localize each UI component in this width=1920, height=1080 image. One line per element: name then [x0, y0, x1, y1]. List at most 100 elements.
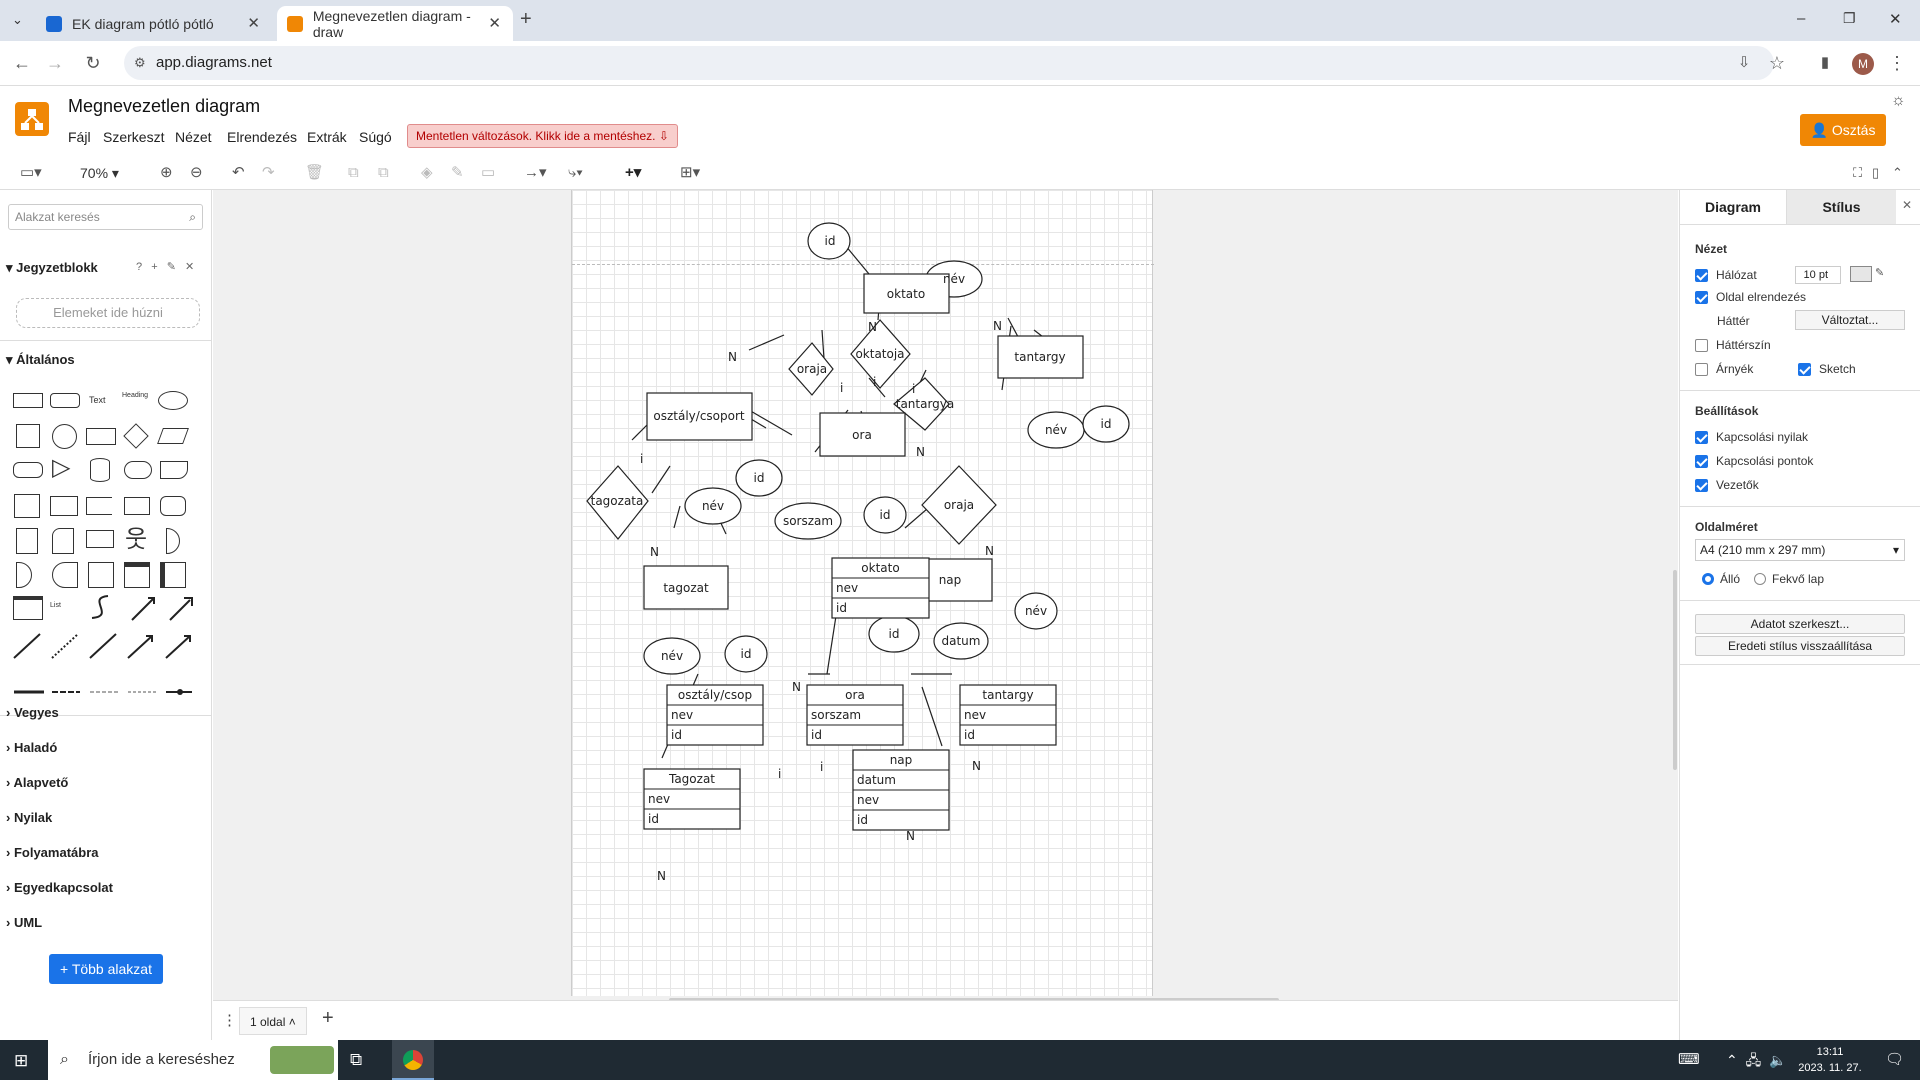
bg-color-checkbox[interactable]	[1695, 338, 1708, 352]
entity-tagozat[interactable]: tagozat	[663, 581, 709, 595]
tab-ek-diagram[interactable]: EK diagram pótló pótló ✕	[36, 6, 272, 41]
table-row[interactable]: nev	[648, 792, 670, 806]
waypoints-icon[interactable]: ⤷▾	[568, 164, 583, 181]
chrome-taskbar-button[interactable]	[392, 1040, 434, 1080]
table-row[interactable]: id	[836, 601, 847, 615]
shape-heading[interactable]: Heading	[122, 392, 149, 399]
attr-id[interactable]: név	[1025, 604, 1047, 618]
grid-checkbox[interactable]	[1695, 268, 1708, 282]
section-arrows[interactable]: › Nyilak	[6, 810, 53, 825]
table-row[interactable]: datum	[857, 773, 896, 787]
connection-style-icon[interactable]: →▾	[524, 164, 547, 181]
entity-ora[interactable]: ora	[852, 428, 872, 442]
chevron-up-icon[interactable]: ⌃	[1726, 1052, 1738, 1068]
clock[interactable]: 13:11 2023. 11. 27.	[1785, 1044, 1875, 1076]
table-title[interactable]: osztály/csop	[678, 688, 752, 702]
menu-extras[interactable]: Extrák	[307, 129, 347, 145]
shape-process[interactable]	[86, 428, 116, 445]
keyboard-icon[interactable]: ⌨	[1678, 1051, 1700, 1068]
fill-color-icon[interactable]: ◈	[421, 164, 433, 181]
portrait-option[interactable]: Álló	[1702, 572, 1740, 586]
format-panel-toggle-icon[interactable]: ▭▾	[20, 164, 42, 181]
windows-start-icon[interactable]: ⊞	[14, 1051, 29, 1070]
menu-file[interactable]: Fájl	[68, 129, 91, 145]
attr-nev[interactable]: datum	[942, 634, 981, 648]
document-title[interactable]: Megnevezetlen diagram	[68, 96, 261, 116]
format-toggle-icon[interactable]: ▯	[1872, 165, 1880, 180]
url-field[interactable]: ⚙ app.diagrams.net	[124, 46, 1774, 80]
landscape-radio[interactable]	[1754, 573, 1766, 585]
shape-cloud[interactable]	[124, 461, 152, 479]
tab-close-icon[interactable]: ✕	[247, 15, 260, 32]
fullscreen-icon[interactable]: ⛶	[1853, 165, 1863, 180]
shape-square[interactable]	[16, 424, 40, 448]
shape-internal-storage[interactable]	[14, 494, 40, 518]
table-title[interactable]: oktato	[861, 561, 899, 575]
attr-sorszam[interactable]: sorszam	[783, 514, 833, 528]
grid-color-swatch[interactable]	[1850, 266, 1872, 282]
shape-container[interactable]	[88, 562, 114, 588]
theme-sun-icon[interactable]: ☼	[1891, 92, 1906, 109]
close-icon[interactable]: ✕	[184, 261, 195, 273]
close-window-button[interactable]: ✕	[1889, 11, 1902, 28]
shape-cylinder[interactable]	[90, 458, 110, 482]
menu-arrange[interactable]: Elrendezés	[227, 129, 298, 145]
volume-icon[interactable]: 🔈	[1769, 1052, 1787, 1068]
shape-callout[interactable]	[86, 530, 114, 548]
bg-color-toggle[interactable]: Háttérszín	[1695, 338, 1771, 352]
undo-icon[interactable]: ↶	[232, 164, 245, 181]
site-info-icon[interactable]: ⚙	[134, 55, 146, 70]
table-title[interactable]: nap	[890, 753, 913, 767]
scratchpad-dropzone[interactable]: Elemeket ide húzni	[16, 298, 200, 328]
bookmark-star-icon[interactable]: ☆	[1768, 53, 1786, 73]
relation-oraja-2[interactable]: oraja	[944, 498, 974, 512]
zoom-out-icon[interactable]: ⊖	[190, 164, 203, 181]
sketch-checkbox[interactable]	[1798, 362, 1811, 376]
side-panel-icon[interactable]: ▮	[1820, 54, 1830, 71]
option-row[interactable]: Kapcsolási nyilak	[1695, 430, 1808, 444]
shape-rectangle[interactable]	[13, 393, 43, 408]
attr-id[interactable]: id	[754, 471, 765, 485]
network-icon[interactable]: 🖧	[1745, 1052, 1762, 1068]
reset-style-button[interactable]: Eredeti stílus visszaállítása	[1695, 636, 1905, 656]
back-arrow-icon[interactable]: ←	[13, 53, 31, 73]
edit-icon[interactable]: ✎	[166, 261, 176, 273]
shape-triangle[interactable]: ▷	[52, 454, 71, 481]
table-row[interactable]: id	[648, 812, 659, 826]
shape-rounded-rect[interactable]	[50, 393, 80, 408]
section-advanced[interactable]: › Haladó	[6, 740, 58, 755]
table-row[interactable]: nev	[964, 708, 986, 722]
table-title[interactable]: ora	[845, 688, 865, 702]
connector-shapes[interactable]	[86, 592, 196, 722]
tab-search-chevron-icon[interactable]: ⌄	[12, 12, 23, 27]
relation-tantargya[interactable]: tantargya	[896, 397, 955, 411]
attr-nev[interactable]: név	[702, 499, 724, 513]
option-checkbox[interactable]	[1695, 430, 1708, 444]
section-misc[interactable]: › Vegyes	[6, 705, 59, 720]
option-row[interactable]: Kapcsolási pontok	[1695, 454, 1813, 468]
tab-diagram[interactable]: Diagram	[1680, 190, 1786, 224]
tab-drawio[interactable]: Megnevezetlen diagram - draw ✕	[277, 6, 513, 41]
shape-note[interactable]	[16, 528, 38, 554]
grid-toggle[interactable]: Hálózat	[1695, 268, 1757, 282]
table-row[interactable]: nev	[671, 708, 693, 722]
shape-cube[interactable]	[50, 496, 78, 516]
shape-step[interactable]	[86, 497, 112, 515]
browser-menu-icon[interactable]: ⋮	[1888, 53, 1906, 73]
menu-edit[interactable]: Szerkeszt	[103, 129, 165, 145]
shape-trapezoid[interactable]	[124, 497, 150, 515]
new-tab-button[interactable]: +	[520, 8, 532, 30]
install-app-icon[interactable]: ⇩	[1737, 54, 1751, 71]
reload-icon[interactable]: ↻	[85, 53, 101, 73]
share-button[interactable]: 👤 Osztás	[1800, 114, 1886, 146]
section-basic[interactable]: › Alapvető	[6, 775, 69, 790]
shape-hexagon[interactable]	[13, 462, 43, 478]
table-row[interactable]: id	[811, 728, 822, 742]
to-back-icon[interactable]: ⧉	[378, 164, 389, 181]
sketch-toggle[interactable]: Sketch	[1798, 362, 1856, 376]
profile-avatar[interactable]: M	[1852, 53, 1874, 75]
table-row[interactable]: id	[857, 813, 868, 827]
